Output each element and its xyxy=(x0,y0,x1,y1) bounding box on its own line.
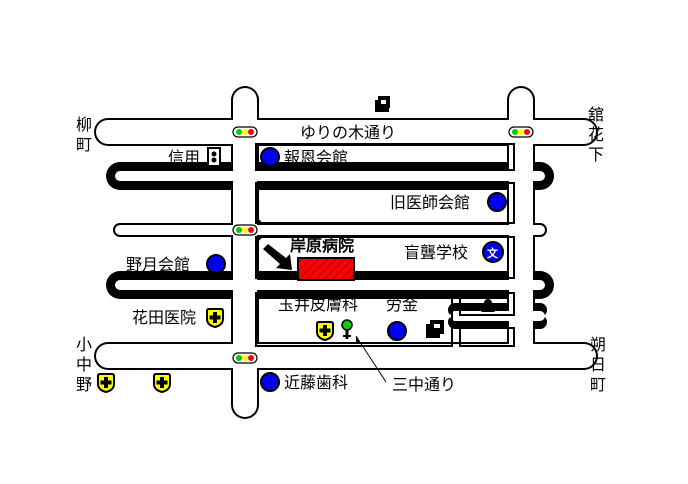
place-label-old-doctors-hall: 旧医師会館 xyxy=(390,193,470,212)
blue-circle-landmark-icon xyxy=(260,372,280,392)
svg-text:小: 小 xyxy=(76,335,92,354)
place-label-hanada-clinic: 花田医院 xyxy=(132,308,196,327)
blue-circle-landmark-icon xyxy=(387,321,407,341)
city-blocks xyxy=(255,143,515,347)
blue-circle-landmark-icon xyxy=(260,147,280,167)
place-label-shinyo: 信用 xyxy=(168,148,200,167)
place-label-hoon-kaikan: 報恩会館 xyxy=(284,148,348,167)
tree-icon xyxy=(341,319,353,339)
school-icon: 文 xyxy=(482,241,504,263)
place-label-hospital: 岸原病院 xyxy=(290,236,354,255)
place-label-tsukino-kaikan: 野月会館 xyxy=(126,255,190,274)
place-label-rokin: 労金 xyxy=(386,295,418,314)
bank-icon xyxy=(375,96,390,112)
road-network xyxy=(94,86,598,419)
svg-text:下: 下 xyxy=(588,145,604,164)
hospital-building xyxy=(297,257,355,281)
callout-arrowhead xyxy=(356,336,360,344)
svg-text:中: 中 xyxy=(76,355,92,374)
blue-circle-landmark-icon xyxy=(487,192,507,212)
edge-label-tatehanashita: 舘 花 下 xyxy=(588,105,604,164)
street-label-yurinoki: ゆりの木通り xyxy=(300,123,396,142)
clinic-cross-icon xyxy=(153,373,171,394)
street-label-sanchu: 三中通り xyxy=(392,375,456,394)
svg-text:日: 日 xyxy=(590,355,606,374)
svg-text:柳: 柳 xyxy=(76,115,92,134)
svg-text:文: 文 xyxy=(487,246,499,260)
place-label-kondo-dental: 近藤歯科 xyxy=(284,373,348,392)
traffic-signal-icon xyxy=(232,352,258,364)
svg-text:花: 花 xyxy=(588,125,604,144)
place-label-deaf-school: 盲聾学校 xyxy=(404,243,468,262)
post-office-icon xyxy=(426,320,444,338)
traffic-signal-icon xyxy=(232,126,258,138)
traffic-signal-icon xyxy=(508,126,534,138)
svg-text:舘: 舘 xyxy=(588,105,604,124)
edge-label-yanagimachi: 柳 町 xyxy=(76,115,92,154)
blue-circle-landmark-icon xyxy=(206,254,226,274)
shrine-icon xyxy=(478,299,498,312)
svg-text:野: 野 xyxy=(76,375,92,394)
edge-label-konakano: 小 中 野 xyxy=(76,335,92,394)
clinic-cross-icon xyxy=(206,308,224,329)
svg-text:町: 町 xyxy=(590,375,606,394)
clinic-cross-icon xyxy=(97,373,115,394)
traffic-signal-icon xyxy=(232,224,258,236)
bank-coin-icon xyxy=(207,147,221,167)
svg-text:朔: 朔 xyxy=(590,335,606,354)
svg-text:町: 町 xyxy=(76,135,92,154)
edge-label-asahimachi: 朔 日 町 xyxy=(590,335,606,394)
callout-line xyxy=(355,335,387,383)
arrow-icon xyxy=(263,244,292,270)
place-label-tamai-derm: 玉井皮膚科 xyxy=(278,295,358,314)
clinic-cross-icon xyxy=(316,321,334,342)
